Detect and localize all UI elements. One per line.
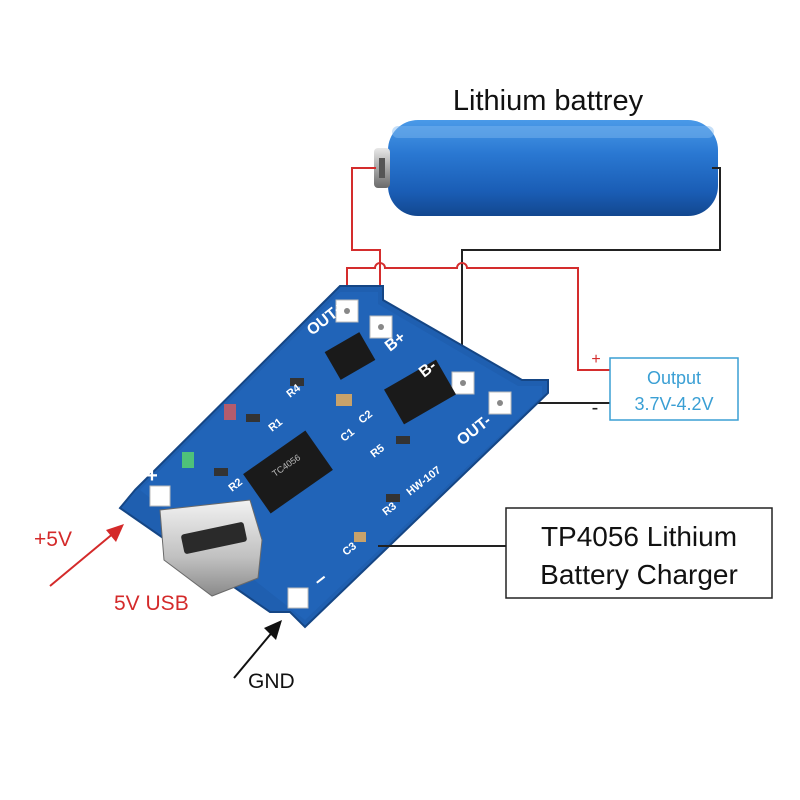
resistor (290, 378, 304, 386)
input-plus-label: +5V (34, 528, 72, 551)
output-minus-sign: - (592, 397, 599, 419)
usb-label: 5V USB (114, 592, 189, 615)
tp4056-chip (243, 430, 333, 514)
pad-input-plus (149, 485, 171, 507)
output-box: Output 3.7V-4.2V (609, 357, 739, 421)
charger-title-line2: Battery Charger (540, 559, 738, 590)
charger-title-line1: TP4056 Lithium (541, 521, 737, 552)
label-pad-plus: + (146, 465, 158, 487)
micro-usb-port (159, 499, 263, 597)
capacitor (354, 532, 366, 542)
mosfet-chip (384, 359, 456, 425)
lithium-battery (374, 120, 718, 216)
capacitor (336, 394, 352, 406)
resistor (214, 468, 228, 476)
gnd-label: GND (248, 670, 295, 693)
battery-positive-wire (351, 167, 381, 315)
gnd-arrow (233, 620, 282, 679)
charger-label-box: TP4056 Lithium Battery Charger (505, 507, 773, 599)
green-led (182, 452, 194, 468)
resistor (246, 414, 260, 422)
protection-chip (324, 332, 376, 380)
label-b-minus: B- (416, 357, 440, 381)
tp4056-board: TC4056 OUT+ B+ B- OUT- HW-107 + – R1 R2 … (118, 285, 549, 629)
output-plus-sign: + (591, 351, 600, 368)
output-title: Output (647, 368, 701, 388)
battery-label: Lithium battrey (453, 85, 644, 117)
resistor (396, 436, 410, 444)
red-led (224, 404, 236, 420)
battery-negative-wire (461, 167, 721, 380)
output-positive-wire (346, 262, 610, 371)
output-voltage: 3.7V-4.2V (634, 394, 713, 414)
input-plus-arrow (49, 524, 124, 587)
resistor (386, 494, 400, 502)
pad-input-minus (287, 587, 309, 609)
